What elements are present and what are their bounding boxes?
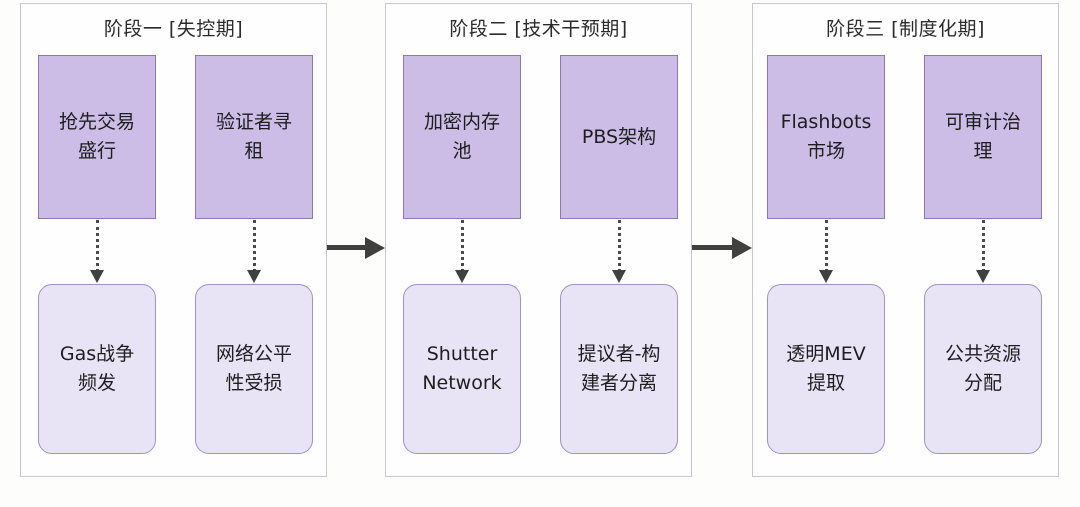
stage-3-effect-1: 透明MEV 提取 xyxy=(767,284,885,454)
arrow-right-icon xyxy=(365,237,385,259)
stage-1-effect-1: Gas战争 频发 xyxy=(38,284,156,454)
stage-3-title: 阶段三 [制度化期] xyxy=(826,18,985,40)
dotted-edge xyxy=(618,220,621,272)
dotted-edge xyxy=(96,220,99,272)
stage-1-effect-2: 网络公平 性受损 xyxy=(195,284,313,454)
arrow-line xyxy=(327,245,367,250)
dotted-edge xyxy=(253,220,256,272)
arrowhead-down-icon xyxy=(976,270,990,283)
stage-1-group: 阶段一 [失控期] 抢先交易 盛行 验证者寻 租 Gas战争 频发 网络公平 性… xyxy=(20,3,327,477)
stage-3-group: 阶段三 [制度化期] Flashbots 市场 可审计治 理 透明MEV 提取 … xyxy=(752,3,1059,477)
stage-1-title: 阶段一 [失控期] xyxy=(103,18,244,40)
arrowhead-down-icon xyxy=(819,270,833,283)
stage-2-effect-2: 提议者-构 建者分离 xyxy=(560,284,678,454)
dotted-edge xyxy=(982,220,985,272)
stage-2-cause-1: 加密内存 池 xyxy=(403,55,521,219)
stage-transition-arrow xyxy=(692,237,752,259)
dotted-edge xyxy=(461,220,464,272)
stage-2-cause-2: PBS架构 xyxy=(560,55,678,219)
arrowhead-down-icon xyxy=(90,270,104,283)
stage-2-title: 阶段二 [技术干预期] xyxy=(449,18,628,40)
arrow-line xyxy=(692,245,734,250)
arrowhead-down-icon xyxy=(612,270,626,283)
dotted-edge xyxy=(825,220,828,272)
arrow-right-icon xyxy=(732,237,752,259)
stage-3-cause-2: 可审计治 理 xyxy=(924,55,1042,219)
stage-2-effect-1: Shutter Network xyxy=(403,284,521,454)
stage-transition-arrow xyxy=(327,237,385,259)
stage-1-cause-2: 验证者寻 租 xyxy=(195,55,313,219)
stage-3-effect-2: 公共资源 分配 xyxy=(924,284,1042,454)
arrowhead-down-icon xyxy=(247,270,261,283)
arrowhead-down-icon xyxy=(455,270,469,283)
stage-1-cause-1: 抢先交易 盛行 xyxy=(38,55,156,219)
stage-3-cause-1: Flashbots 市场 xyxy=(767,55,885,219)
stage-2-group: 阶段二 [技术干预期] 加密内存 池 PBS架构 Shutter Network… xyxy=(385,3,692,477)
